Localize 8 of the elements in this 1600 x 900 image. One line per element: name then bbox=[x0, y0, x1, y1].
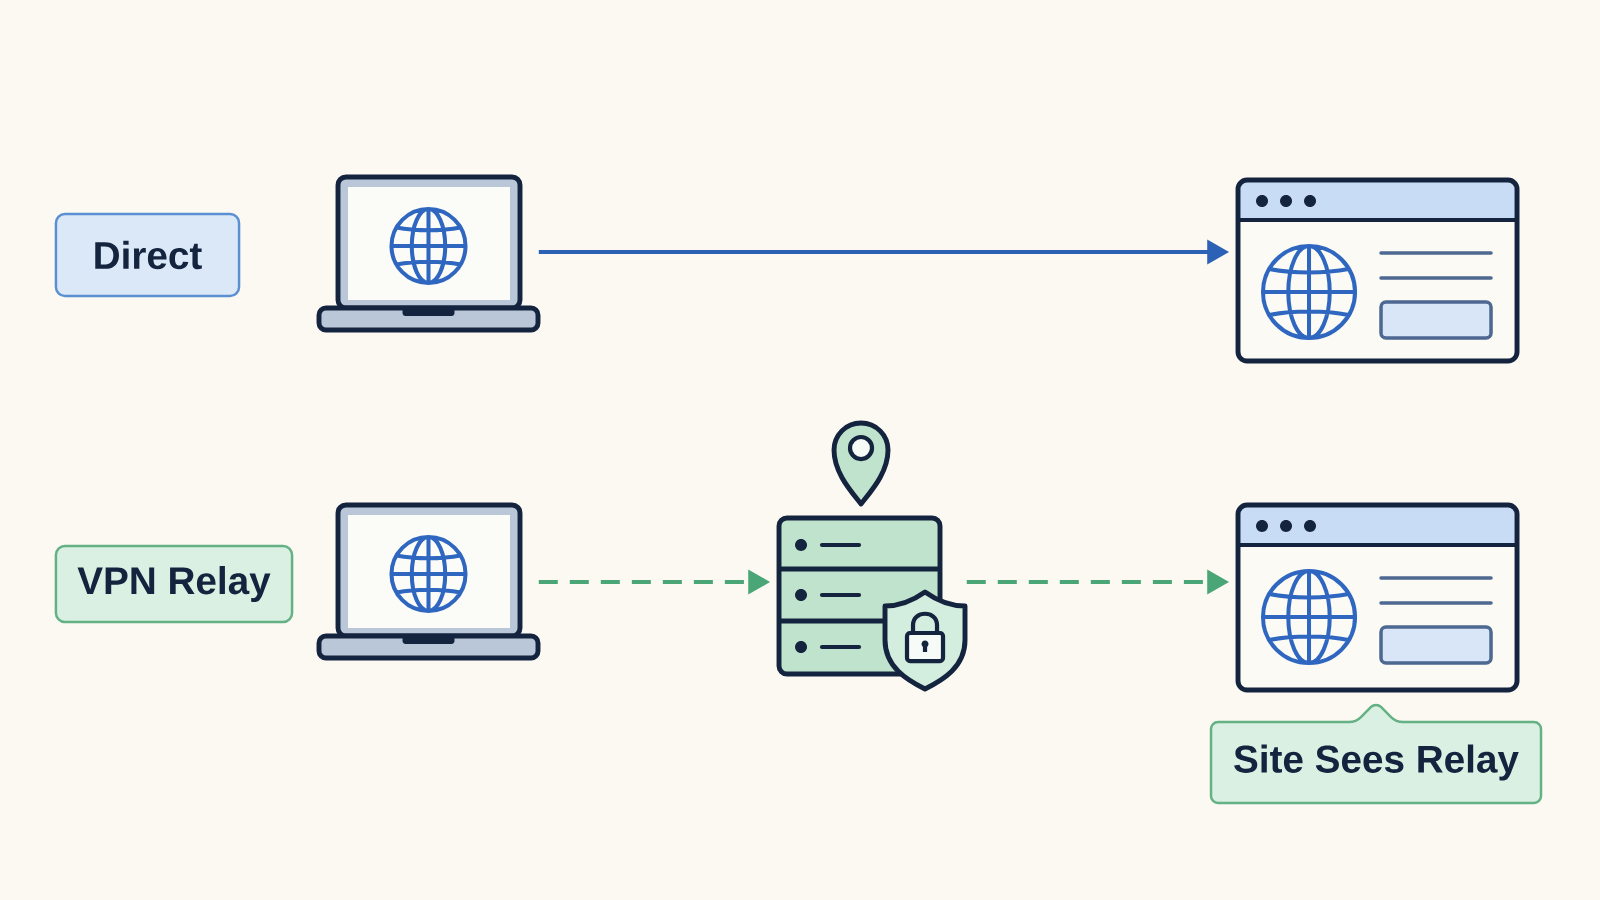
callout-box: Site Sees Relay bbox=[1209, 703, 1543, 805]
laptop-icon bbox=[316, 502, 541, 661]
browser-window-icon bbox=[1235, 177, 1520, 364]
row-label: Direct bbox=[54, 212, 241, 298]
server-icon bbox=[776, 515, 968, 692]
row-label: VPN Relay bbox=[54, 544, 294, 624]
laptop-icon bbox=[316, 174, 541, 333]
browser-window-icon bbox=[1235, 502, 1520, 693]
